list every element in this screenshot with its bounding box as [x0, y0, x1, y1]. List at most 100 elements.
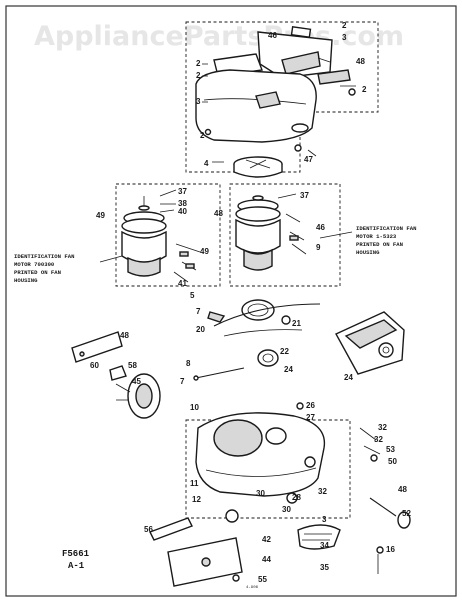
callout-number: 38 [178, 199, 187, 208]
leader-lines [159, 189, 177, 213]
callout-number: 7 [196, 307, 201, 316]
callout-number: 30 [282, 505, 291, 514]
clip [207, 311, 226, 323]
callout-number: 40 [178, 207, 187, 216]
leader-lines [277, 193, 301, 223]
callout-number: 27 [306, 413, 315, 422]
mid-section [193, 299, 321, 381]
left-motor-note: IDENTIFICATION FAN MOTOR 700300 PRINTED … [14, 253, 123, 284]
wheel-small [397, 511, 411, 529]
hood-knob [291, 123, 309, 133]
right-motor-dashed-box [229, 183, 341, 287]
switch-button [290, 25, 312, 39]
wire [223, 329, 303, 337]
rear-wheel [286, 492, 298, 504]
callout-number: 32 [378, 423, 387, 432]
screw [296, 402, 304, 410]
nozzle-port-inner [382, 346, 390, 354]
callout-number: 48 [120, 331, 129, 340]
watermark-text: AppliancePartsPros.com [34, 21, 404, 52]
note-line: HOUSING [14, 277, 38, 284]
nozzle-port [378, 342, 394, 358]
bushing [281, 315, 291, 325]
callout-number: 3 [342, 33, 347, 42]
diagram-frame [5, 5, 457, 597]
callout-number: 37 [178, 187, 187, 196]
callout-number: 2 [196, 59, 201, 68]
pedal-58 [149, 517, 193, 541]
clip [370, 454, 378, 462]
callout-number: 49 [200, 247, 209, 256]
callout-number: 24 [344, 373, 353, 382]
small-code: 4-906 [246, 586, 259, 590]
note-line: PRINTED ON FAN [14, 269, 61, 276]
callout-number: 2 [342, 21, 347, 30]
motor-gasket-inner [247, 303, 269, 317]
hood-seam [203, 98, 307, 105]
hose-coupling [297, 524, 341, 550]
rod-end [193, 375, 199, 381]
plate-55 [71, 331, 123, 363]
plate-hole [201, 557, 211, 567]
callout-number: 2 [362, 85, 367, 94]
hood-body [195, 69, 317, 143]
front-wheel [225, 509, 239, 523]
callout-number: 16 [386, 545, 395, 554]
note-line: PRINTED ON FAN [356, 241, 403, 248]
motor-nut [138, 205, 150, 211]
left-motor-assembly [115, 183, 221, 287]
callout-number: 44 [262, 555, 271, 564]
spring-clips [359, 427, 381, 455]
fan-disc [235, 206, 281, 222]
right-motor-assembly [229, 183, 341, 287]
callout-number: 50 [388, 457, 397, 466]
switch-plate [281, 51, 321, 75]
coupling-ribs [302, 533, 332, 541]
callout-number: 34 [320, 541, 329, 550]
note-line: IDENTIFICATION FAN [14, 253, 74, 260]
fan-housing [235, 218, 281, 254]
screw [204, 128, 212, 136]
figure-code-line: A-1 [68, 561, 85, 571]
callout-number: 56 [144, 525, 153, 534]
callout-number: 37 [300, 191, 309, 200]
motor-nut [252, 195, 264, 201]
callout-number: 9 [316, 243, 321, 252]
callout-number: 58 [128, 361, 137, 370]
callout-number: 35 [320, 563, 329, 572]
filter-rim [233, 164, 283, 178]
callout-number: 22 [280, 347, 289, 356]
hood-latch [255, 91, 281, 109]
figure-code-line: F5661 [62, 549, 90, 559]
leader-lines [202, 35, 356, 163]
screw [232, 574, 240, 582]
left-motor-dashed-box [115, 183, 221, 287]
callout-number: 48 [398, 485, 407, 494]
callout-number: 12 [192, 495, 201, 504]
screw [376, 546, 384, 554]
callout-number: 3 [322, 515, 327, 524]
callout-number: 55 [258, 575, 267, 584]
right-motor-note: IDENTIFICATION FAN MOTOR 1-5323 PRINTED … [319, 225, 416, 256]
nozzle-top [344, 319, 398, 349]
pedal-rod [369, 497, 397, 517]
note-line: HOUSING [356, 249, 380, 256]
motor-body [127, 256, 161, 277]
base-housing [195, 412, 326, 497]
brush [179, 251, 189, 257]
callout-number: 2 [200, 131, 205, 140]
callout-number: 11 [190, 479, 199, 488]
fan-disc [121, 218, 167, 234]
cord-clip [317, 69, 351, 85]
brush [185, 263, 195, 269]
callout-number: 46 [268, 31, 277, 40]
callout-number: 10 [190, 403, 199, 412]
callout-number: 5 [190, 291, 195, 300]
callout-number: 53 [386, 445, 395, 454]
callout-number: 45 [132, 377, 141, 386]
bracket-60 [109, 365, 127, 381]
top-assembly [185, 21, 379, 178]
screw [294, 144, 302, 152]
callout-number: 26 [306, 401, 315, 410]
